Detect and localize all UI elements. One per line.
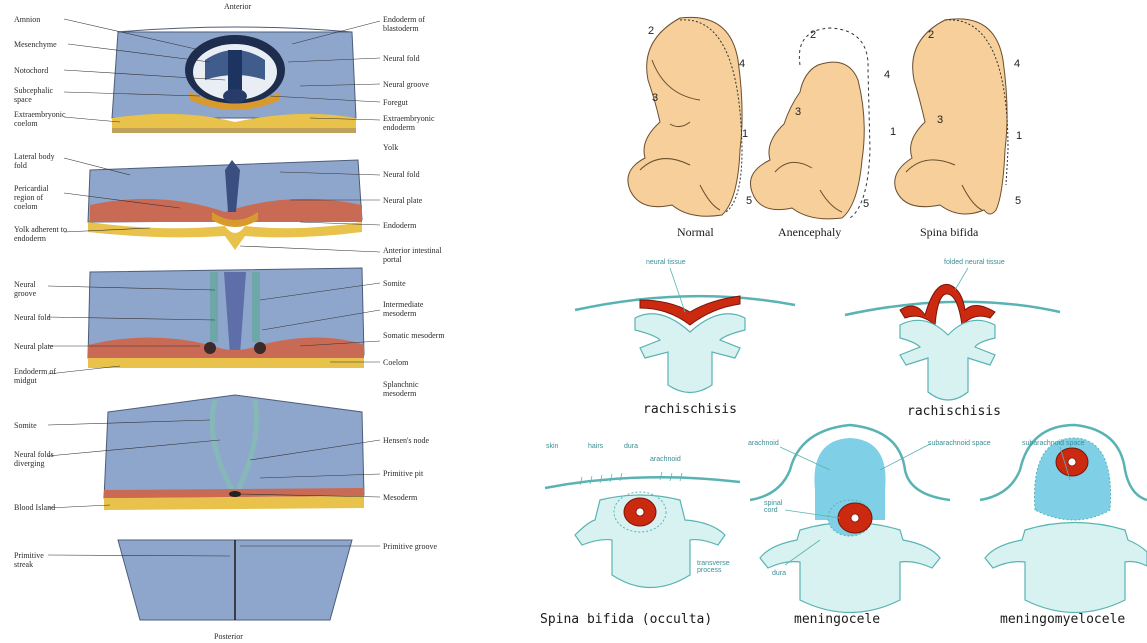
meningomyelocele-diagram: [980, 425, 1147, 613]
label-spinal-cord: spinal cord: [764, 500, 792, 514]
label-subarachnoid-space-meningomyelocele: subarachnoid space: [1022, 440, 1085, 447]
label-subarachnoid-space-meningocele: subarachnoid space: [928, 440, 991, 447]
caption-meningocele: meningocele: [794, 612, 880, 627]
caption-spina-bifida-occulta: Spina bifida (occulta): [540, 612, 712, 627]
caption-meningomyelocele: meningomyelocele: [1000, 612, 1125, 627]
label-dura-meningocele: dura: [772, 570, 786, 577]
label-arachnoid-occulta: arachnoid: [650, 456, 681, 463]
label-skin: skin: [546, 443, 558, 450]
label-arachnoid-meningocele: arachnoid: [748, 440, 779, 447]
meningocele-diagram: [750, 425, 950, 613]
label-hairs: hairs: [588, 443, 603, 450]
label-transverse-process: transverse process: [697, 560, 737, 574]
label-dura-occulta: dura: [624, 443, 638, 450]
